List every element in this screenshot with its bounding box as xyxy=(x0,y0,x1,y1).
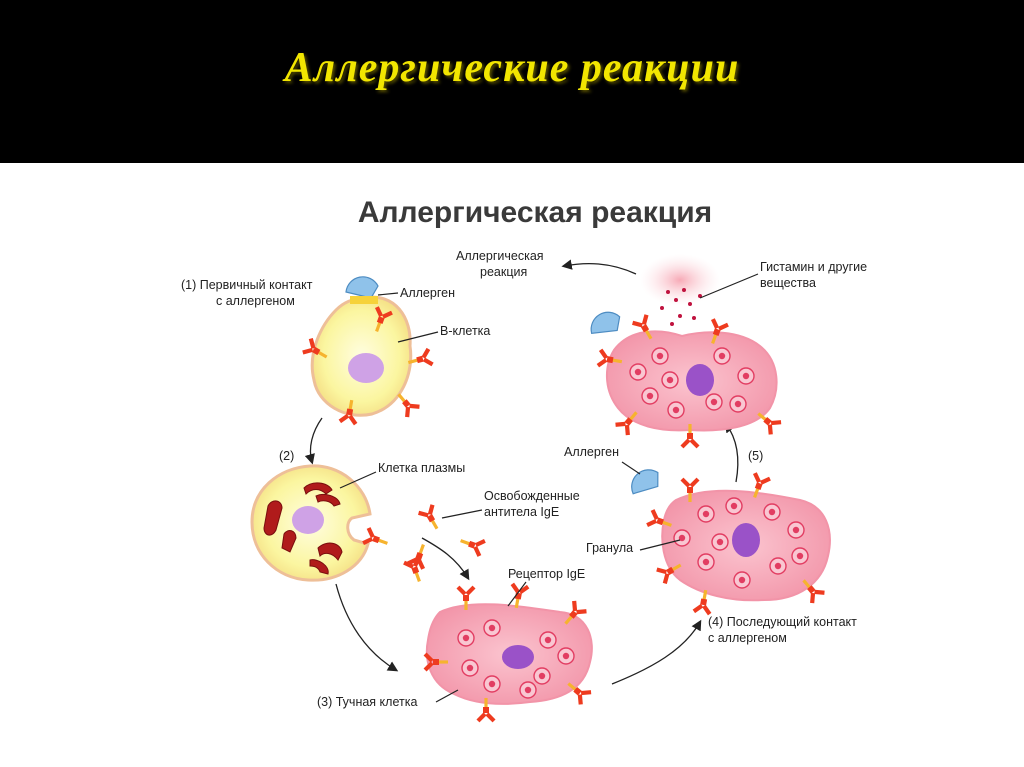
step3-label: (3) Тучная клетка xyxy=(317,695,417,709)
released-antibodies xyxy=(361,502,487,585)
plasma-cell-label: Клетка плазмы xyxy=(378,461,465,475)
diagram-title: Аллергическая реакция xyxy=(358,196,712,229)
allergen-icon xyxy=(585,307,625,340)
step1-label-line2: с аллергеном xyxy=(216,294,295,308)
allergen-icon xyxy=(624,463,665,500)
released-label-line1: Освобожденные xyxy=(484,489,580,503)
granule-label: Гранула xyxy=(586,541,633,555)
allergen-label-mid: Аллерген xyxy=(564,445,619,459)
step4-label-line2: с аллергеном xyxy=(708,631,787,645)
title-bar: Аллергические реакции xyxy=(0,0,1024,160)
allergy-diagram: Аллергическая реакция (1) Первичный конт… xyxy=(181,196,867,723)
plasma-organelles xyxy=(263,482,343,575)
mast-nucleus xyxy=(732,523,760,557)
histamine-label-line2: вещества xyxy=(760,276,816,290)
histamine-label-line1: Гистамин и другие xyxy=(760,260,867,274)
mast-nucleus xyxy=(686,364,714,396)
slide-title: Аллергические реакции xyxy=(284,45,740,91)
plasma-nucleus xyxy=(292,506,324,534)
plasma-cell xyxy=(250,464,372,582)
histamine-cloud xyxy=(640,254,720,306)
receptor-label: Рецептор IgE xyxy=(508,567,585,581)
mast-cell-step5 xyxy=(585,254,784,449)
allergen-icon xyxy=(345,276,379,299)
step4-label-line1: (4) Последующий контакт xyxy=(708,615,857,629)
step5-label: (5) xyxy=(748,449,763,463)
b-cell xyxy=(300,276,435,426)
released-label-line2: антитела IgE xyxy=(484,505,559,519)
mast-cell-step4 xyxy=(624,463,831,616)
step2-label: (2) xyxy=(279,449,294,463)
reaction-label-line1: Аллергическая xyxy=(456,249,544,263)
allergen-label-top: Аллерген xyxy=(400,286,455,300)
step1-label-line1: (1) Первичный контакт xyxy=(181,278,313,292)
reaction-label-line2: реакция xyxy=(480,265,527,279)
mast-nucleus xyxy=(502,645,534,669)
b-cell-nucleus xyxy=(348,353,384,383)
mast-cell-step3 xyxy=(423,582,594,723)
b-cell-label: В-клетка xyxy=(440,324,490,338)
